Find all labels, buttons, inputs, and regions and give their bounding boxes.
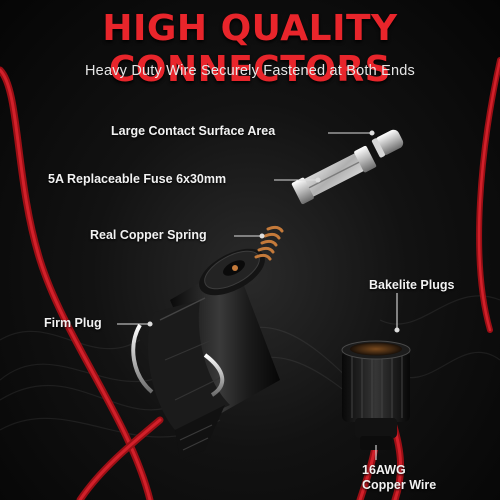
callout-lines (117, 130, 400, 460)
page-subtitle: Heavy Duty Wire Securely Fastened at Bot… (85, 63, 415, 79)
callout-copper-wire: 16AWG Copper Wire (362, 463, 436, 493)
cigarette-plug (131, 248, 280, 460)
callout-contact-surface: Large Contact Surface Area (111, 124, 276, 138)
page-title: HIGH QUALITY CONNECTORS (102, 8, 398, 90)
callout-fuse: 5A Replaceable Fuse 6x30mm (48, 172, 227, 186)
callout-dot-contact (369, 130, 375, 136)
fuse (291, 129, 404, 205)
callout-bakelite-plugs: Bakelite Plugs (369, 278, 455, 292)
callout-wire-material: Copper Wire (362, 478, 437, 492)
callout-dot-spring (259, 233, 265, 239)
callout-copper-spring: Real Copper Spring (90, 228, 207, 242)
callout-wire-gauge: 16AWG (362, 463, 406, 477)
callout-firm-plug: Firm Plug (44, 316, 102, 330)
callout-dot-fuse (315, 177, 321, 183)
copper-spring (254, 225, 284, 261)
callout-dot-firm (147, 321, 153, 327)
cigarette-socket (341, 340, 411, 450)
callout-dot-bakelite (394, 327, 400, 333)
